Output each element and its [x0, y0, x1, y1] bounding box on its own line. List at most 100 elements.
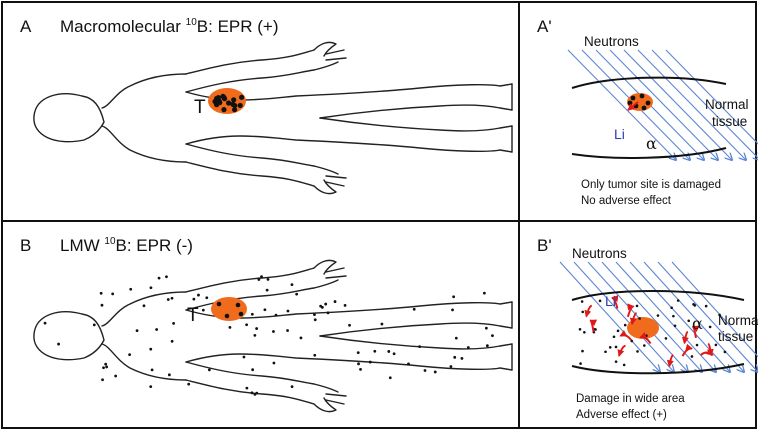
panel-title-b: LMW 10B: EPR (-): [60, 236, 193, 256]
boron-dot-b-prime: [724, 351, 727, 354]
boron-dot-b-prime: [581, 311, 584, 314]
boron-dot-scatter: [251, 391, 254, 394]
boron-dot-b-prime: [677, 299, 680, 302]
boron-dot-b-prime: [624, 324, 627, 327]
boron-dot-scatter: [369, 361, 372, 364]
boron-dot-scatter: [450, 365, 453, 368]
boron-dot-b-prime: [665, 337, 668, 340]
boron-dot-scatter: [128, 353, 131, 356]
boron-dot-scatter: [413, 308, 416, 311]
boron-dot-a: [214, 96, 219, 101]
boron-dot-scatter: [267, 278, 270, 281]
normal-label-a-prime: Normal: [705, 97, 749, 113]
boron-dot-b-prime: [599, 300, 602, 303]
boron-dot-b-prime: [623, 364, 626, 367]
boron-dot-scatter: [104, 363, 107, 366]
boron-dot-scatter: [93, 323, 96, 326]
boron-dot-a: [217, 100, 222, 105]
boron-dot-scatter: [485, 327, 488, 330]
alpha-arrow-b-prime: [586, 306, 591, 317]
boron-dot-scatter: [208, 368, 211, 371]
note-a-prime-line2: No adverse effect: [581, 194, 671, 209]
boron-dot-scatter: [158, 277, 161, 280]
boron-dot-scatter: [286, 329, 289, 332]
boron-dot-a: [221, 107, 226, 112]
boron-dot-a-prime: [642, 106, 647, 111]
alpha-arrow-b-prime: [669, 355, 673, 366]
note-a-prime-line1: Only tumor site is damaged: [581, 178, 721, 193]
boron-dot-scatter: [407, 363, 410, 366]
boron-dot-a-prime: [631, 96, 636, 101]
boron-dot-scatter: [373, 350, 376, 353]
boron-dot-scatter: [167, 298, 170, 301]
boron-dot-b-prime: [579, 362, 582, 365]
boron-dot-scatter: [101, 304, 104, 307]
boron-dot-scatter: [387, 350, 390, 353]
boron-dot-scatter: [229, 326, 232, 329]
boron-dot-scatter: [129, 288, 132, 291]
boron-dot-b-prime: [609, 346, 612, 349]
alpha-label-a-prime: α: [646, 134, 657, 153]
boron-dot-scatter: [483, 292, 486, 295]
boron-dot-a: [231, 97, 236, 102]
boron-dot-a-prime: [640, 94, 645, 99]
panel-title-a-suffix: B: EPR (+): [197, 17, 279, 36]
boron-dot-b-prime: [674, 324, 677, 327]
panel-title-b-sup: 10: [104, 236, 115, 247]
li-label-b-prime: Li: [605, 293, 616, 309]
neutron-arrow-a-prime: [568, 50, 676, 160]
boron-dot-scatter: [260, 275, 263, 278]
boron-dot-scatter: [150, 286, 153, 289]
boron-dot-scatter: [324, 303, 327, 306]
boron-dot-scatter: [467, 346, 470, 349]
boron-dot-b-prime: [636, 350, 639, 353]
boron-dot-scatter: [272, 330, 275, 333]
boron-dot-scatter: [253, 334, 256, 337]
boron-dot-scatter: [334, 300, 337, 303]
boron-dot-scatter: [111, 292, 114, 295]
tumor-label-b: T: [187, 305, 199, 327]
boron-dot-scatter: [245, 323, 248, 326]
boron-dot-scatter: [151, 368, 154, 371]
panel-label-a-prime: A': [537, 17, 552, 37]
boron-dot-scatter: [393, 352, 396, 355]
boron-dot-b-prime: [613, 335, 616, 338]
boron-dot-b-prime: [636, 305, 639, 308]
panel-title-a-sup: 10: [186, 17, 197, 28]
neutrons-label-a-prime: Neutrons: [584, 34, 639, 50]
normal-label-b-prime: Norma: [718, 313, 758, 329]
boron-dot-a: [238, 103, 243, 108]
boron-dot-b-prime: [715, 344, 718, 347]
boron-dot-b-prime: [705, 305, 708, 308]
boron-dot-scatter: [287, 310, 290, 313]
boron-dot-scatter: [155, 328, 158, 331]
boron-dot-b-prime: [583, 331, 586, 334]
alpha-arrow-b-prime: [620, 335, 631, 340]
li-label-a-prime: Li: [614, 126, 625, 142]
note-b-prime-line1: Damage in wide area: [576, 392, 685, 407]
panel-title-b-suffix: B: EPR (-): [116, 236, 193, 255]
boron-dot-scatter: [327, 311, 330, 314]
boron-dot-b-prime: [615, 360, 618, 363]
boron-dot-scatter: [263, 308, 266, 311]
boron-dot-a: [239, 95, 244, 100]
alpha-arrow-b-prime: [684, 332, 687, 344]
boron-dot-b: [236, 303, 241, 308]
boron-dot-scatter: [314, 318, 317, 321]
boron-dot-scatter: [172, 322, 175, 325]
boron-dot-b-prime: [691, 355, 694, 358]
boron-dot-b-prime: [615, 346, 618, 349]
boron-dot-scatter: [105, 366, 108, 369]
boron-dot-a: [226, 100, 231, 105]
alpha-label-b-prime: α: [692, 314, 703, 333]
boron-dot-scatter: [359, 368, 362, 371]
boron-dot-a: [220, 94, 225, 99]
boron-dot-scatter: [197, 294, 200, 297]
boron-dot-scatter: [251, 368, 254, 371]
boron-dot-scatter: [348, 324, 351, 327]
boron-dot-scatter: [453, 356, 456, 359]
neutron-arrow-a-prime: [610, 50, 718, 160]
boron-dot-scatter: [143, 304, 146, 307]
